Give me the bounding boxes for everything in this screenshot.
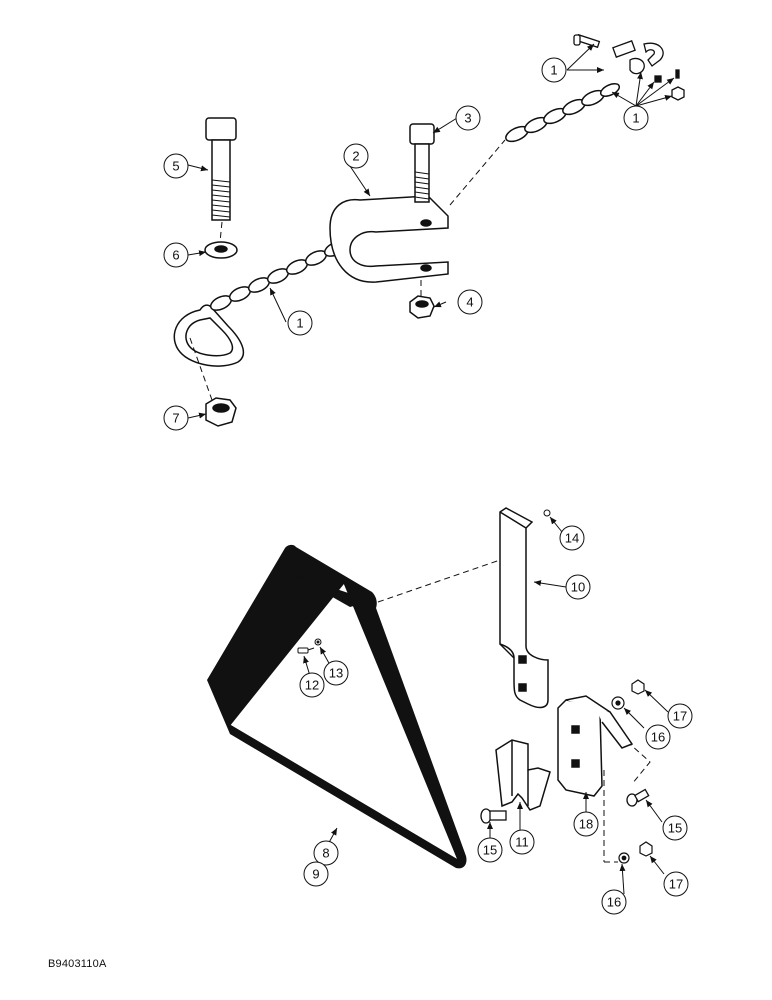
nut-part-14 — [543, 509, 551, 517]
callout-16-a: 16 — [651, 730, 665, 745]
callout-1-a: 1 — [550, 63, 557, 78]
callout-18: 18 — [579, 817, 593, 832]
nut-part-4 — [409, 295, 435, 319]
figure-id: B9403110A — [48, 958, 107, 970]
callout-11: 11 — [515, 835, 529, 850]
nut-part-7 — [205, 397, 237, 427]
bolt-part-15-right — [626, 788, 650, 807]
callout-14: 14 — [565, 531, 579, 546]
bolt-part-5 — [205, 117, 237, 221]
callout-5: 5 — [172, 159, 179, 174]
alignment-lines-lower — [377, 559, 651, 863]
callout-3: 3 — [464, 111, 471, 126]
hook-hardware — [573, 33, 685, 101]
callout-17-b: 17 — [669, 877, 683, 892]
callout-10: 10 — [571, 580, 585, 595]
mount-part-11 — [495, 739, 551, 811]
callout-6: 6 — [172, 248, 179, 263]
callout-15-a: 15 — [483, 843, 497, 858]
smv-sign-part-8-9 — [207, 544, 467, 869]
bracket-part-10 — [499, 507, 549, 709]
callout-13: 13 — [329, 666, 343, 681]
bolt-part-15-left — [480, 808, 507, 824]
nut-washer-upper — [611, 679, 645, 710]
clevis-part-2 — [329, 195, 449, 283]
callout-9: 9 — [312, 867, 319, 882]
callout-12: 12 — [305, 678, 319, 693]
callout-17-a: 17 — [673, 709, 687, 724]
chain-upper — [505, 83, 621, 143]
callout-7: 7 — [172, 411, 179, 426]
d-ring — [173, 304, 245, 367]
nut-washer-lower — [618, 841, 653, 864]
sign-bolt-part-12-13 — [297, 638, 322, 654]
bolt-part-3 — [409, 123, 435, 203]
callout-2: 2 — [352, 149, 359, 164]
washer-part-6 — [204, 241, 238, 259]
bracket-part-18 — [557, 695, 634, 797]
callout-15-b: 15 — [668, 821, 682, 836]
callout-8: 8 — [322, 846, 329, 861]
callout-1-b: 1 — [632, 111, 639, 126]
callout-16-b: 16 — [607, 895, 621, 910]
callout-4: 4 — [466, 295, 473, 310]
callout-1-c: 1 — [296, 316, 303, 331]
